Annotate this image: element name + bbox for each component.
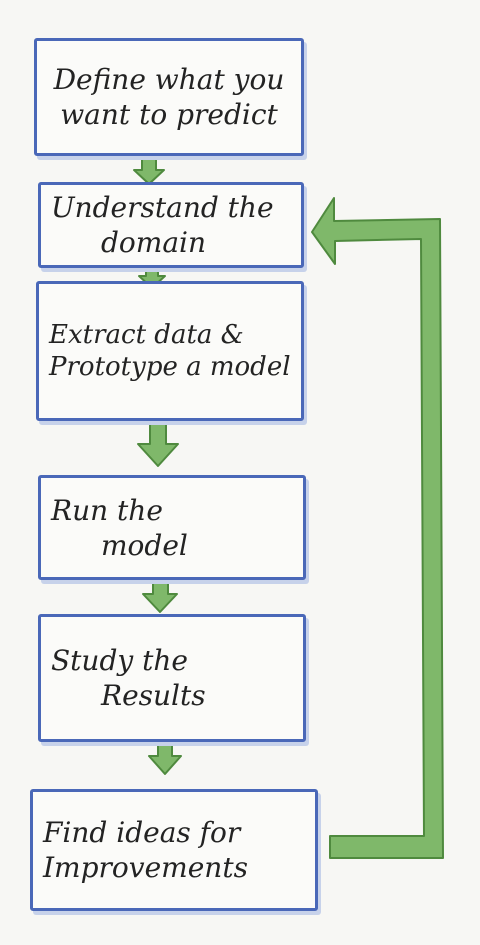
step-6-line-1: Find ideas for bbox=[43, 816, 241, 849]
step-understand-domain: Understand the domain bbox=[38, 182, 304, 268]
feedback-loop-arrow bbox=[311, 197, 444, 859]
step-5-line-1: Study the bbox=[51, 644, 188, 677]
down-arrow-1 bbox=[133, 156, 165, 185]
step-1-line-2: want to predict bbox=[60, 98, 278, 131]
step-extract-prototype: Extract data & Prototype a model bbox=[36, 281, 304, 421]
step-4-line-1: Run the bbox=[51, 493, 163, 527]
step-6-line-2: Improvements bbox=[43, 851, 248, 884]
step-define-prediction: Define what you want to predict bbox=[34, 38, 304, 156]
step-study-results: Study the Results bbox=[38, 614, 306, 742]
step-run-model: Run the model bbox=[38, 475, 306, 580]
step-4-line-2: model bbox=[101, 528, 188, 562]
step-2-line-1: Understand the bbox=[51, 191, 274, 224]
step-3-line-1: Extract data & bbox=[49, 319, 244, 350]
step-5-line-2: Results bbox=[101, 679, 206, 712]
down-arrow-5 bbox=[148, 743, 182, 775]
step-1-line-1: Define what you bbox=[53, 63, 285, 96]
down-arrow-4 bbox=[142, 579, 178, 613]
step-3-line-2: Prototype a model bbox=[49, 352, 291, 382]
step-2-line-2: domain bbox=[101, 226, 207, 259]
step-find-improvements: Find ideas for Improvements bbox=[30, 789, 318, 911]
down-arrow-3 bbox=[137, 422, 179, 467]
